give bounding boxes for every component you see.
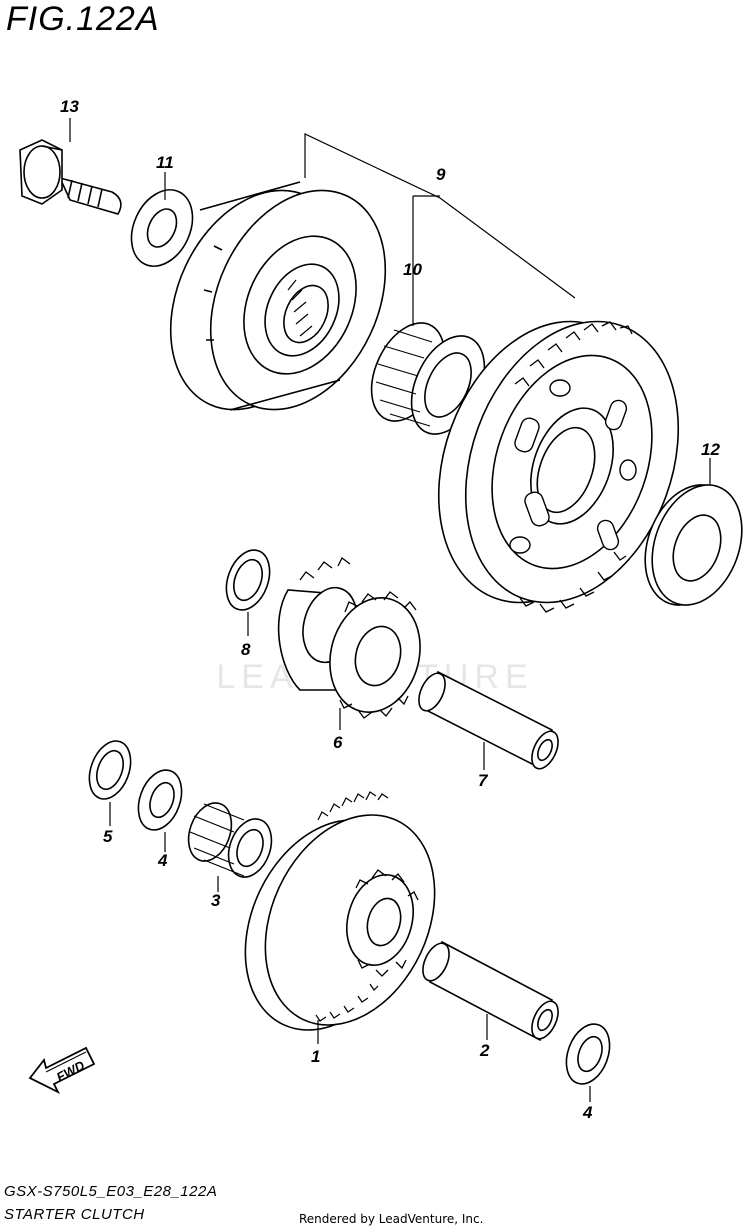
- part-5-washer[interactable]: [82, 735, 138, 804]
- callout-4-upper: 4: [157, 851, 168, 870]
- fwd-direction-arrow: FWD: [28, 1046, 96, 1095]
- part-13-bolt[interactable]: [19, 139, 122, 215]
- callout-11: 11: [156, 153, 174, 172]
- diagram-code: GSX-S750L5_E03_E28_122A: [4, 1183, 218, 1200]
- part-3-needle-bearing[interactable]: [181, 797, 279, 883]
- part-6-idle-gear[interactable]: [277, 557, 433, 722]
- callout-5: 5: [103, 827, 113, 846]
- callout-2: 2: [479, 1041, 490, 1060]
- callout-6: 6: [333, 733, 343, 752]
- figure-title: FIG.122A: [6, 0, 160, 38]
- callout-1: 1: [311, 1047, 320, 1066]
- leader-lines: [69, 118, 711, 1102]
- callout-7: 7: [478, 771, 489, 790]
- part-7-shaft[interactable]: [414, 669, 564, 773]
- callout-13: 13: [60, 97, 79, 116]
- callout-4-lower: 4: [582, 1103, 593, 1122]
- part-11-washer[interactable]: [120, 180, 205, 276]
- rendered-by-credit: Rendered by LeadVenture, Inc.: [299, 1212, 484, 1226]
- callout-10: 10: [403, 260, 422, 279]
- callout-3: 3: [211, 891, 221, 910]
- part-8-washer[interactable]: [219, 544, 278, 616]
- callout-8: 8: [241, 640, 251, 659]
- part-2-shaft[interactable]: [418, 939, 564, 1043]
- part-9-clutch-housing[interactable]: [137, 162, 419, 438]
- part-1-starter-idle-gear[interactable]: [213, 787, 467, 1057]
- part-9-starter-driven-gear[interactable]: [401, 292, 715, 633]
- part-4-washer-lower[interactable]: [559, 1018, 618, 1090]
- callout-labels: 13 11 9 10 12 8 6 7 5 4 3 1 2 4: [60, 97, 720, 1122]
- part-12-washer[interactable]: [629, 472, 750, 617]
- part-4-washer-upper[interactable]: [131, 764, 190, 836]
- callout-9: 9: [436, 165, 446, 184]
- callout-12: 12: [701, 440, 720, 459]
- diagram-name: STARTER CLUTCH: [4, 1206, 145, 1223]
